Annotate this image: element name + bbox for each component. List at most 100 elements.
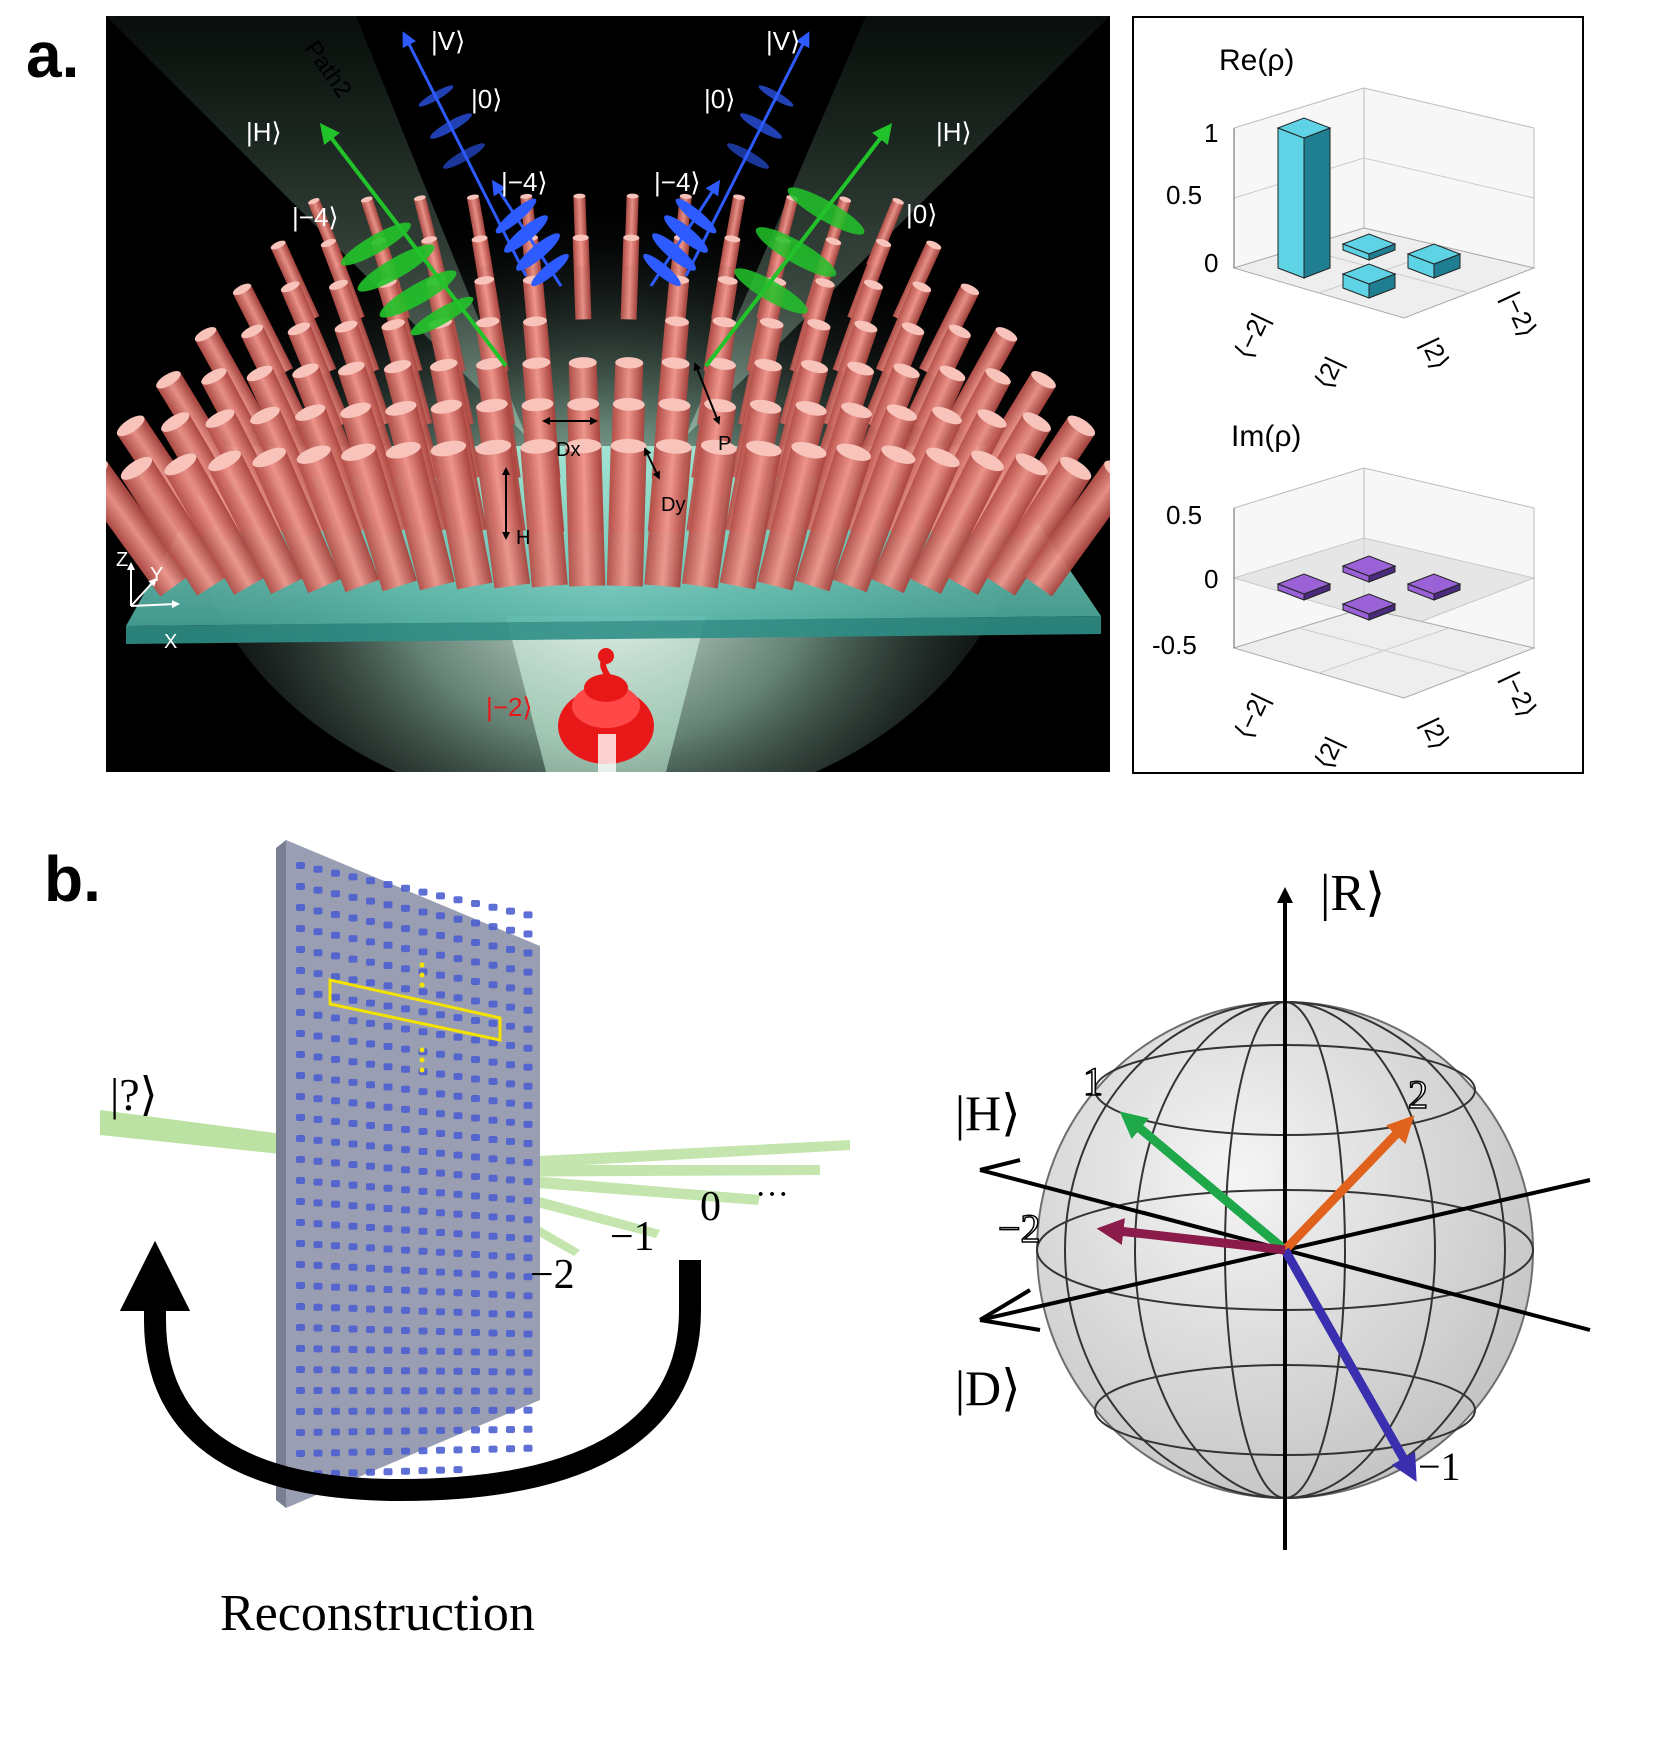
density-bar	[1341, 233, 1397, 261]
vector-2-label: 2	[1408, 1072, 1428, 1117]
vector-m1-arrow	[1281, 1247, 1417, 1482]
re-ytick-m2: |−2⟩	[1496, 287, 1543, 342]
nanopillar	[908, 450, 1004, 595]
path2-wavefront	[341, 222, 474, 336]
im-xtick-m2: ⟨−2|	[1228, 688, 1275, 743]
nanopillar	[430, 440, 493, 590]
im-rho-bars	[1276, 555, 1462, 621]
nanopillar	[795, 443, 872, 592]
vector-m1-label: −1	[1418, 1444, 1461, 1489]
nanopillar	[832, 445, 916, 593]
density-bar	[1406, 243, 1462, 279]
path1-wavefront	[734, 187, 865, 314]
nanopillar	[520, 439, 568, 588]
im-ytick-m2: |−2⟩	[1496, 667, 1543, 722]
blue-wavefronts	[418, 85, 794, 287]
im-ytick-2: |2⟩	[1415, 713, 1455, 754]
re-xtick-2: ⟨2|	[1308, 352, 1348, 393]
nanopillar	[208, 450, 304, 595]
nanopillar	[120, 456, 228, 596]
bloch-sphere: |R⟩ |H⟩ |D⟩ 1 2 −1 −2	[955, 865, 1591, 1550]
dx-label: Dx	[556, 439, 580, 461]
order-more-label: ···	[755, 1176, 789, 1213]
left-0-state: |0⟩	[471, 84, 502, 114]
h-state-label: |H⟩	[955, 1085, 1021, 1141]
vector-1-label: 1	[1083, 1059, 1103, 1104]
im-ztick-m05: -0.5	[1152, 630, 1197, 660]
nanopillar	[606, 438, 647, 587]
vector-2-arrow	[1281, 1115, 1415, 1254]
nanopillar	[620, 234, 640, 320]
path2-m4-state: |−4⟩	[292, 202, 339, 232]
axis-x-label: X	[164, 631, 177, 653]
reconstruction-arrow	[119, 1240, 701, 1502]
reconstruction-caption: Reconstruction	[220, 1585, 535, 1642]
left-m4-state: |−4⟩	[501, 167, 548, 197]
reconstruction-diagram: |?⟩ −2 −1 0 ··· Reconstruction	[100, 840, 850, 1642]
panel-label-a: a.	[26, 19, 80, 91]
nanopillar	[870, 447, 960, 594]
re-ztick-1: 1	[1204, 118, 1218, 148]
d-state-label: |D⟩	[955, 1360, 1021, 1416]
nanopillar	[385, 441, 455, 591]
right-0-state: |0⟩	[704, 84, 735, 114]
nanopillar	[164, 453, 266, 595]
re-rho-bars	[1276, 117, 1462, 299]
nanopillar	[341, 443, 417, 592]
path1-0-state: |0⟩	[906, 199, 937, 229]
nanopillar	[644, 439, 692, 588]
density-bar	[1406, 573, 1462, 601]
im-ztick-0: 0	[1204, 564, 1218, 594]
nanopillar	[984, 456, 1092, 596]
highlight-dots	[419, 962, 425, 1073]
re-xtick-m2: ⟨−2|	[1228, 308, 1275, 363]
vector-m2-label: −2	[998, 1206, 1041, 1251]
vector-m2-arrow	[1096, 1218, 1286, 1255]
re-ztick-0: 0	[1204, 248, 1218, 278]
input-vortex-icon	[558, 648, 654, 772]
plate-nanostructures	[296, 862, 533, 1478]
order-0-label: 0	[700, 1184, 721, 1230]
re-rho-plot: Re(ρ) 1 0.5 0 ⟨−2| ⟨2| |2⟩ |−2⟩	[1166, 44, 1543, 393]
path2-h-state: |H⟩	[246, 117, 282, 147]
density-matrix-plots: Re(ρ) 1 0.5 0 ⟨−2| ⟨2| |2⟩ |−2⟩ Im(ρ) 0.…	[1152, 44, 1543, 772]
p-dim-label: P	[718, 433, 731, 455]
axis-y-label: Y	[150, 564, 163, 586]
density-bar	[1276, 573, 1332, 601]
unit-cell-highlight	[328, 978, 502, 1042]
re-rho-title: Re(ρ)	[1219, 44, 1294, 77]
density-matrix-frame	[1132, 16, 1584, 774]
right-m4-state: |−4⟩	[654, 167, 701, 197]
density-bar	[1341, 263, 1397, 299]
im-xtick-2: ⟨2|	[1308, 732, 1348, 772]
density-bar	[1341, 555, 1397, 583]
order-m1-label: −1	[610, 1214, 655, 1260]
nanopillar	[681, 439, 737, 589]
input-beam	[100, 1110, 290, 1155]
path1-h-state: |H⟩	[936, 117, 972, 147]
right-v-state: |V⟩	[766, 26, 800, 56]
dy-label: Dy	[661, 494, 685, 516]
re-ytick-2: |2⟩	[1415, 333, 1455, 374]
nanopillar	[252, 447, 342, 594]
im-rho-plot: Im(ρ) 0.5 0 -0.5 ⟨−2| ⟨2| |2⟩ |−2⟩	[1152, 420, 1543, 772]
order-m2-label: −2	[530, 1252, 575, 1298]
nanopillar	[565, 438, 606, 587]
input-state-label: |−2⟩	[486, 692, 533, 722]
h-dim-label: H	[516, 527, 530, 549]
nanopillar-array	[106, 193, 1110, 597]
nanopillar	[106, 460, 190, 597]
nanopillar	[757, 441, 827, 591]
im-rho-title: Im(ρ)	[1231, 420, 1301, 453]
density-bar	[1341, 593, 1397, 621]
nanopillar	[296, 445, 380, 593]
nanopillar	[1022, 460, 1110, 597]
left-v-state: |V⟩	[431, 26, 465, 56]
vector-1-arrow	[1119, 1111, 1288, 1254]
re-ztick-05: 0.5	[1166, 180, 1202, 210]
metasurface-plate	[286, 840, 540, 1508]
r-state-label: |R⟩	[1320, 865, 1385, 922]
density-bar	[1276, 117, 1332, 279]
nanopillar	[719, 440, 782, 590]
panel-label-b: b.	[44, 843, 101, 915]
